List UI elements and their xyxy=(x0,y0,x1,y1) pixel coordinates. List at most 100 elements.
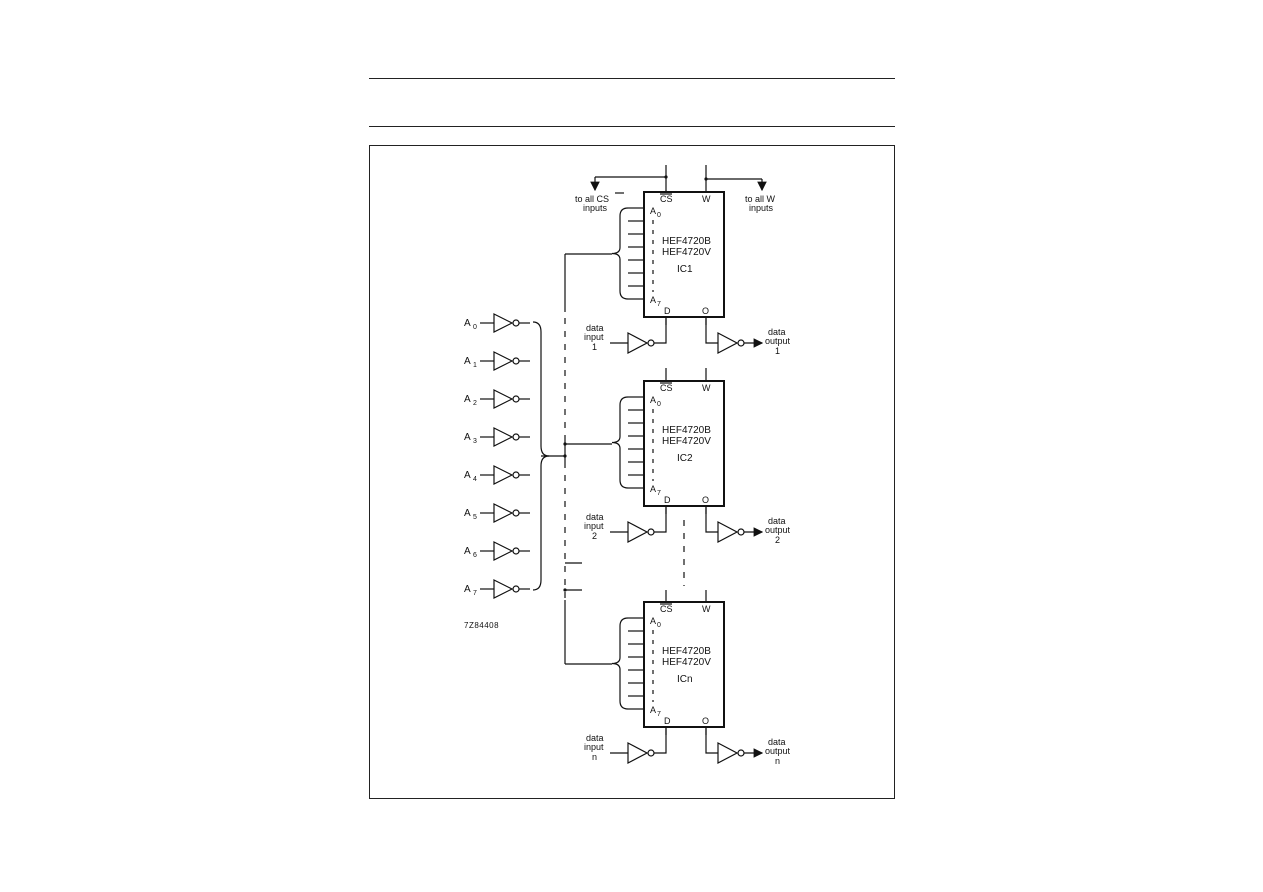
data-output-buffer xyxy=(717,742,739,764)
address-pin-brace xyxy=(611,396,629,489)
to-w-label-line2: inputs xyxy=(749,203,774,213)
inverter-triangle xyxy=(493,579,514,599)
buffer-bubble xyxy=(647,528,655,536)
ic-label: IC1 xyxy=(677,264,693,275)
address-label: A xyxy=(464,356,471,367)
inverter-bubble xyxy=(512,585,520,593)
data-input-buffer xyxy=(627,521,649,543)
w-pin-label: W xyxy=(702,194,711,204)
data-output-label-3: 1 xyxy=(775,346,780,356)
data-output-label-2: output xyxy=(765,746,791,756)
figure-code: 7Z84408 xyxy=(464,621,499,630)
address-label-index: 7 xyxy=(473,590,477,597)
ic-label: ICn xyxy=(677,674,693,685)
data-input-label-3: 2 xyxy=(592,531,597,541)
figure-frame xyxy=(369,145,895,799)
a0-pin-label: A xyxy=(650,395,656,405)
data-input-label-1: data xyxy=(586,512,604,522)
data-output-label-3: 2 xyxy=(775,535,780,545)
to-w-label-line1: to all W xyxy=(745,194,776,204)
inverter-bubble xyxy=(512,395,520,403)
ic-label: IC2 xyxy=(677,453,693,464)
chip-body xyxy=(643,380,725,507)
data-output-label-1: data xyxy=(768,516,786,526)
chip-body xyxy=(643,601,725,728)
buffer-bubble xyxy=(737,339,745,347)
part-number-v: HEF4720V xyxy=(662,657,711,668)
address-label: A xyxy=(464,508,471,519)
address-label: A xyxy=(464,470,471,481)
cs-pin-label: CS xyxy=(660,604,673,614)
inverter-triangle xyxy=(493,313,514,333)
address-label-index: 2 xyxy=(473,400,477,407)
inverter-triangle xyxy=(493,503,514,523)
address-label: A xyxy=(464,318,471,329)
address-label-index: 5 xyxy=(473,514,477,521)
data-output-label-3: n xyxy=(775,756,780,766)
part-number-v: HEF4720V xyxy=(662,436,711,447)
part-number-b: HEF4720B xyxy=(662,425,711,436)
data-output-buffer xyxy=(717,521,739,543)
data-input-label-3: 1 xyxy=(592,342,597,352)
address-label-index: 4 xyxy=(473,476,477,483)
buffer-bubble xyxy=(647,749,655,757)
inverter-bubble xyxy=(512,319,520,327)
d-pin-label: D xyxy=(664,716,671,726)
a0-pin-index: 0 xyxy=(657,212,661,219)
address-label-index: 3 xyxy=(473,438,477,445)
data-input-label-2: input xyxy=(584,332,604,342)
address-label-index: 1 xyxy=(473,362,477,369)
a7-pin-label: A xyxy=(650,705,656,715)
o-pin-label: O xyxy=(702,716,709,726)
part-number-v: HEF4720V xyxy=(662,247,711,258)
buffer-bubble xyxy=(737,528,745,536)
address-label: A xyxy=(464,432,471,443)
address-pin-brace xyxy=(611,207,629,300)
d-pin-label: D xyxy=(664,495,671,505)
a7-pin-index: 7 xyxy=(657,301,661,308)
address-label-index: 0 xyxy=(473,324,477,331)
to-cs-label-line1: to all CS xyxy=(575,194,609,204)
a0-pin-index: 0 xyxy=(657,622,661,629)
address-label: A xyxy=(464,584,471,595)
data-input-label-1: data xyxy=(586,323,604,333)
chip-body xyxy=(643,191,725,318)
a7-pin-index: 7 xyxy=(657,490,661,497)
inverter-triangle xyxy=(493,351,514,371)
inverter-bubble xyxy=(512,357,520,365)
data-input-buffer xyxy=(627,742,649,764)
data-output-label-2: output xyxy=(765,525,791,535)
data-output-label-1: data xyxy=(768,327,786,337)
a0-pin-label: A xyxy=(650,206,656,216)
inverter-triangle xyxy=(493,465,514,485)
address-bus xyxy=(541,253,612,665)
buffer-bubble xyxy=(737,749,745,757)
address-label: A xyxy=(464,546,471,557)
inverter-triangle xyxy=(493,427,514,447)
a7-pin-index: 7 xyxy=(657,711,661,718)
data-input-label-2: input xyxy=(584,742,604,752)
data-input-label-2: input xyxy=(584,521,604,531)
inverter-bubble xyxy=(512,471,520,479)
to-cs-label-line2: inputs xyxy=(583,203,608,213)
o-pin-label: O xyxy=(702,306,709,316)
d-pin-label: D xyxy=(664,306,671,316)
address-label: A xyxy=(464,394,471,405)
address-pin-brace xyxy=(611,617,629,710)
data-input-label-1: data xyxy=(586,733,604,743)
header-rule xyxy=(369,126,895,127)
